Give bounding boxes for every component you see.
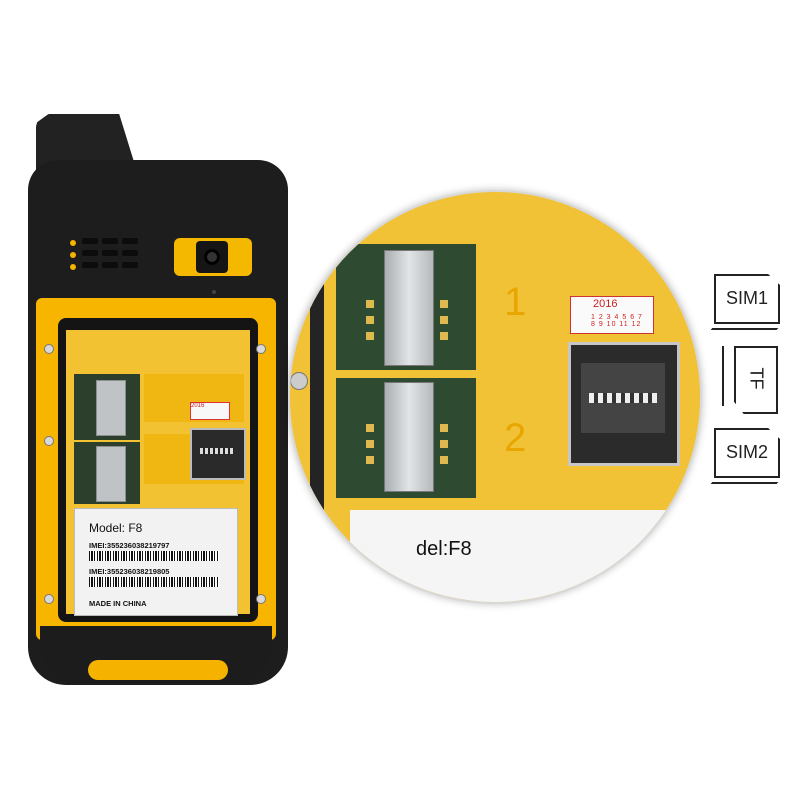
screw (44, 436, 54, 446)
sim1-slot-small (74, 374, 140, 440)
screw (290, 372, 308, 390)
barcode-1 (89, 551, 219, 561)
sim2-arrow (710, 476, 784, 484)
sim1-slot-zoom (336, 244, 476, 370)
zoom-frame-edge (310, 252, 324, 562)
phone-bottom-strip (88, 660, 228, 680)
label-imei-1: IMEI:355236038219797 (89, 541, 170, 550)
label-imei-2: IMEI:355236038219805 (89, 567, 170, 576)
sim1-card-icon: SIM1 (714, 274, 780, 324)
zoom-label-area (350, 510, 690, 602)
screw (44, 344, 54, 354)
label-made-in: MADE IN CHINA (89, 599, 147, 608)
sim1-cover (384, 250, 434, 366)
microphone-hole (212, 290, 216, 294)
slot-number-2: 2 (504, 416, 527, 460)
date-grid: 1 2 3 4 5 6 7 8 9 10 11 12 (591, 314, 643, 328)
zoom-model-text: del:F8 (416, 538, 472, 560)
tf-arrow (716, 346, 724, 406)
tf-card-icon: TF (734, 346, 778, 414)
camera-lens-icon (204, 249, 220, 265)
tf-card-slot-zoom (568, 342, 680, 466)
tf-pins (589, 393, 657, 403)
sim1-label: SIM1 (725, 288, 768, 308)
sim2-label: SIM2 (725, 442, 768, 462)
model-label-sticker: Model: F8 IMEI:355236038219797 IMEI:3552… (74, 508, 238, 616)
date-sticker-zoom: 2016 1 2 3 4 5 6 7 8 9 10 11 12 (570, 296, 654, 334)
sim1-arrow (710, 322, 784, 330)
tf-label: TF (746, 367, 767, 390)
camera-module (174, 238, 252, 276)
sim2-slot-zoom (336, 378, 476, 498)
label-model: Model: F8 (89, 521, 143, 535)
screw (256, 344, 266, 354)
sim2-slot-small (74, 442, 140, 504)
date-sticker-small: 2016 (190, 402, 230, 420)
slot-number-1: 1 (504, 280, 527, 324)
tf-slot-small (190, 428, 246, 480)
date-year: 2016 (593, 298, 618, 310)
sim2-card-icon: SIM2 (714, 428, 780, 478)
screw (256, 594, 266, 604)
barcode-2 (89, 577, 219, 587)
zoom-magnifier: 1 2 2016 1 2 3 4 5 6 7 8 9 10 11 12 del:… (288, 190, 702, 604)
screw (44, 594, 54, 604)
speaker-grille (68, 236, 140, 276)
sim2-cover (384, 382, 434, 492)
